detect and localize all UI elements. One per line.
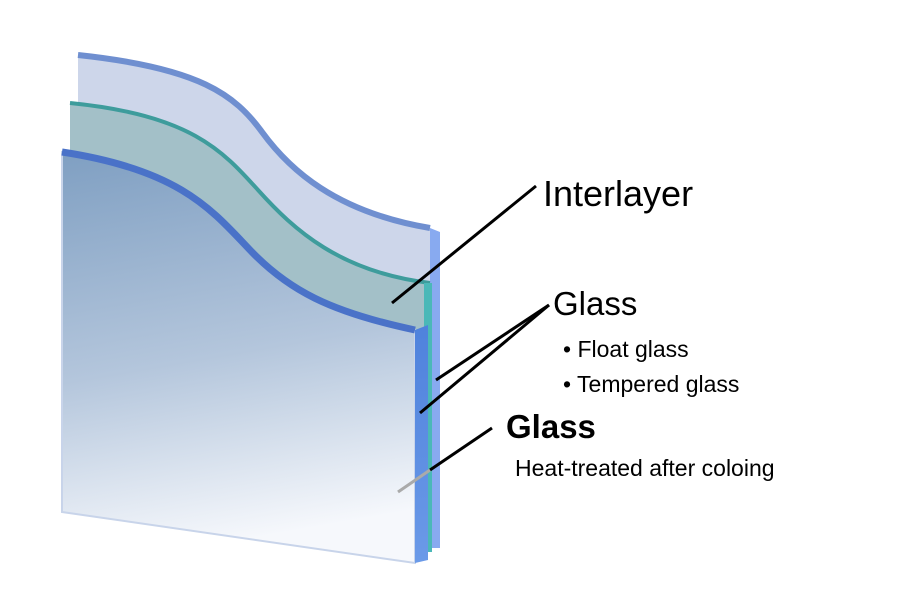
leader-line-glass-bottom	[429, 426, 493, 472]
leader-line-glass-top-b	[419, 303, 550, 415]
label-interlayer: Interlayer	[543, 173, 694, 214]
list-item-float-glass: • Float glass	[563, 336, 689, 362]
leader-line-glass-bottom-faded	[397, 468, 431, 494]
leader-line-interlayer	[391, 184, 537, 305]
label-glass-bottom-note: Heat-treated after coloing	[515, 455, 775, 481]
label-glass-bottom: Glass	[506, 408, 596, 445]
bullet: •	[563, 371, 572, 397]
label-glass-top: Glass	[553, 285, 638, 322]
bullet: •	[563, 336, 572, 362]
front-glass-layer	[61, 148, 428, 565]
list-item-tempered-glass: • Tempered glass	[563, 371, 740, 397]
leader-line-glass-top-a	[435, 303, 550, 382]
